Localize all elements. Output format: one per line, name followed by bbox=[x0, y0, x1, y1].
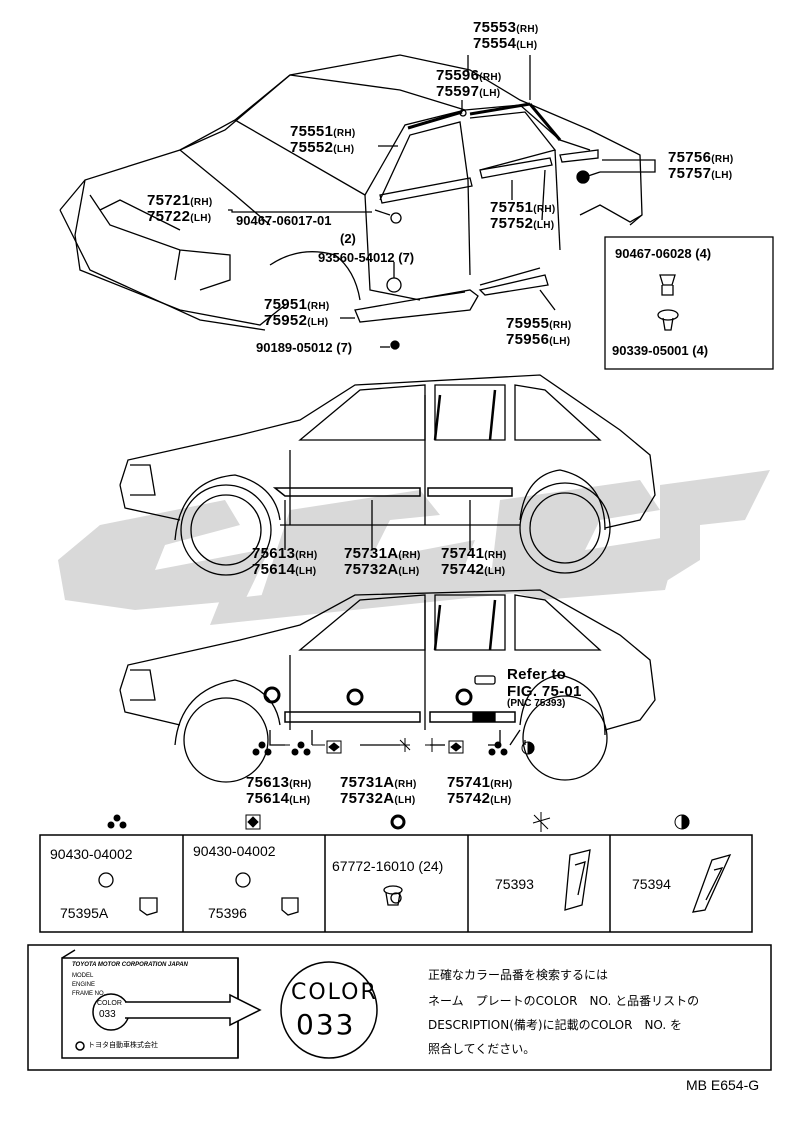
callout-90467-06028: 90467-06028 (4) bbox=[615, 246, 712, 261]
figure-id: MB E654-G bbox=[686, 1077, 760, 1093]
callout-mid-75732A: 75732A(LH) bbox=[344, 561, 420, 578]
callout-bot-75731A: 75731A(RH) bbox=[340, 774, 417, 791]
legend-symbols bbox=[107, 812, 690, 832]
plate-color-code: 033 bbox=[99, 1009, 116, 1020]
plate-row-frame: FRAME NO. bbox=[72, 991, 106, 997]
callout-mid-75614: 75614(LH) bbox=[252, 561, 317, 578]
instruction-line-2: ネーム プレートのCOLOR NO. と品番リストの bbox=[428, 994, 700, 1008]
clip-symbols bbox=[252, 738, 535, 756]
callout-93560-54012: 93560-54012 (7) bbox=[318, 250, 415, 265]
callout-75956: 75956(LH) bbox=[506, 331, 571, 348]
callout-75553: 75553(RH) bbox=[473, 19, 539, 36]
legend-cell-2-bottom: 75396 bbox=[208, 905, 247, 921]
callout-75552: 75552(LH) bbox=[290, 139, 355, 156]
callout-bot-75732A: 75732A(LH) bbox=[340, 790, 416, 807]
callout-75596: 75596(RH) bbox=[436, 67, 502, 84]
plate-title: TOYOTA MOTOR CORPORATION JAPAN bbox=[72, 962, 188, 968]
callout-75951: 75951(RH) bbox=[264, 296, 330, 313]
callout-90467-qty: (2) bbox=[340, 231, 356, 246]
plate-row-engine: ENGINE bbox=[72, 982, 96, 988]
callout-75597: 75597(LH) bbox=[436, 83, 501, 100]
color-code: 033 bbox=[296, 1008, 356, 1041]
callout-mid-75741: 75741(RH) bbox=[441, 545, 507, 562]
callout-bot-75741: 75741(RH) bbox=[447, 774, 513, 791]
callout-75756: 75756(RH) bbox=[668, 149, 734, 166]
nameplate-frame bbox=[27, 944, 772, 1071]
plate-footer: トヨタ自動車株式会社 bbox=[88, 1041, 158, 1049]
callout-75751: 75751(RH) bbox=[490, 199, 556, 216]
refer-line-1: Refer to bbox=[507, 666, 567, 683]
callout-75554: 75554(LH) bbox=[473, 35, 538, 52]
callout-bot-75742: 75742(LH) bbox=[447, 790, 512, 807]
callout-mid-75742: 75742(LH) bbox=[441, 561, 506, 578]
callout-90467-06017-01: 90467-06017-01 bbox=[236, 213, 332, 228]
legend-table-grid bbox=[39, 834, 753, 933]
plate-rows: MODEL ENGINE FRAME NO. bbox=[72, 972, 112, 999]
callout-75551: 75551(RH) bbox=[290, 123, 356, 140]
legend-cell-2-top: 90430-04002 bbox=[193, 843, 276, 859]
plate-row-model: MODEL bbox=[72, 973, 94, 979]
legend-cell-1-top: 90430-04002 bbox=[50, 846, 133, 862]
callout-75952: 75952(LH) bbox=[264, 312, 329, 329]
car-side-view-2 bbox=[119, 589, 656, 783]
callout-90189-05012: 90189-05012 (7) bbox=[256, 340, 353, 355]
car-side-view-1 bbox=[119, 374, 656, 576]
callout-90339-05001: 90339-05001 (4) bbox=[612, 343, 709, 358]
plate-color-label: COLOR bbox=[97, 1000, 122, 1007]
instruction-line-4: 照合してください。 bbox=[428, 1042, 536, 1056]
refer-line-3: (PNC 75393) bbox=[507, 698, 566, 709]
callout-bot-75614: 75614(LH) bbox=[246, 790, 311, 807]
callout-75721: 75721(RH) bbox=[147, 192, 213, 209]
color-label: COLOR bbox=[291, 980, 378, 1005]
refer-line-2: FIG. 75-01 bbox=[507, 683, 582, 700]
legend-cell-1-bottom: 75395A bbox=[60, 905, 109, 921]
instruction-line-3: DESCRIPTION(備考)に記載のCOLOR NO. を bbox=[428, 1018, 683, 1032]
callout-mid-75731A: 75731A(RH) bbox=[344, 545, 421, 562]
callout-75722: 75722(LH) bbox=[147, 208, 212, 225]
legend-cell-4-bottom: 75393 bbox=[495, 876, 534, 892]
inset-fasteners bbox=[604, 236, 774, 370]
legend-cell-5-bottom: 75394 bbox=[632, 876, 671, 892]
legend-parts bbox=[98, 849, 732, 916]
car-top-view bbox=[59, 54, 656, 350]
legend-cell-3-top: 67772-16010 (24) bbox=[332, 858, 444, 874]
callout-75955: 75955(RH) bbox=[506, 315, 572, 332]
callout-bot-75613: 75613(RH) bbox=[246, 774, 312, 791]
callout-75752: 75752(LH) bbox=[490, 215, 555, 232]
callout-75757: 75757(LH) bbox=[668, 165, 733, 182]
instruction-line-1: 正確なカラー品番を検索するには bbox=[428, 968, 609, 982]
callout-mid-75613: 75613(RH) bbox=[252, 545, 318, 562]
